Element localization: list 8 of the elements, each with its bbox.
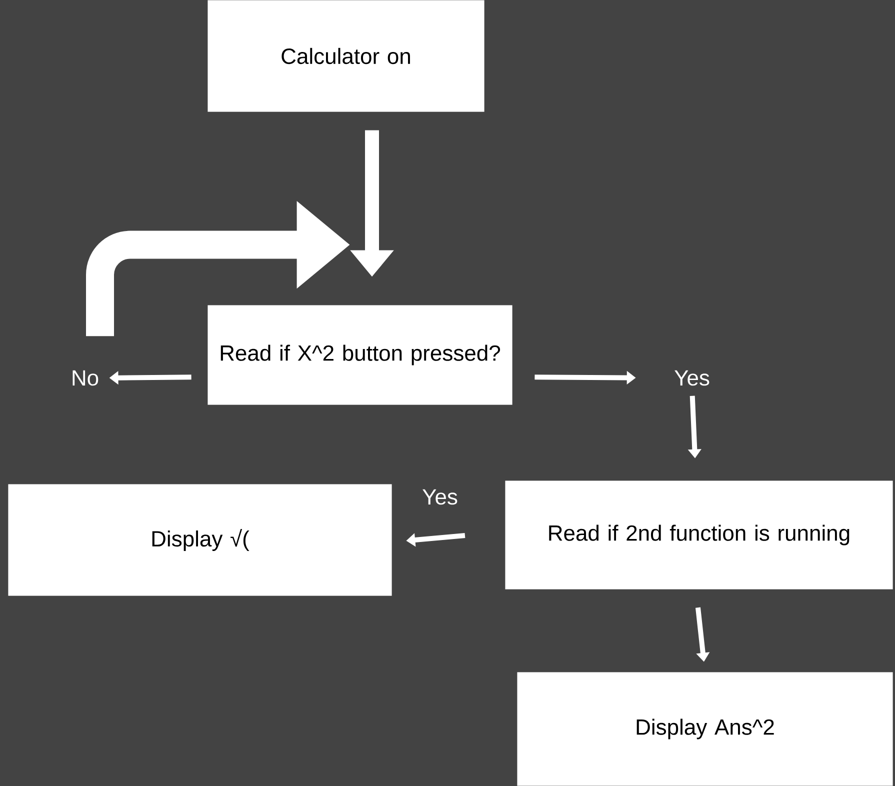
process-box: Read if 2nd function is running xyxy=(504,480,894,590)
process-box: Read if X^2 button pressed? xyxy=(207,304,513,406)
process-box: Calculator on xyxy=(207,0,485,112)
branch-label: Yes xyxy=(674,370,710,386)
process-box: Display √( xyxy=(8,484,392,596)
process-box: Display Ans^2 xyxy=(516,672,894,786)
edge-label: Yes xyxy=(420,487,460,507)
branch-label: No xyxy=(72,370,98,386)
